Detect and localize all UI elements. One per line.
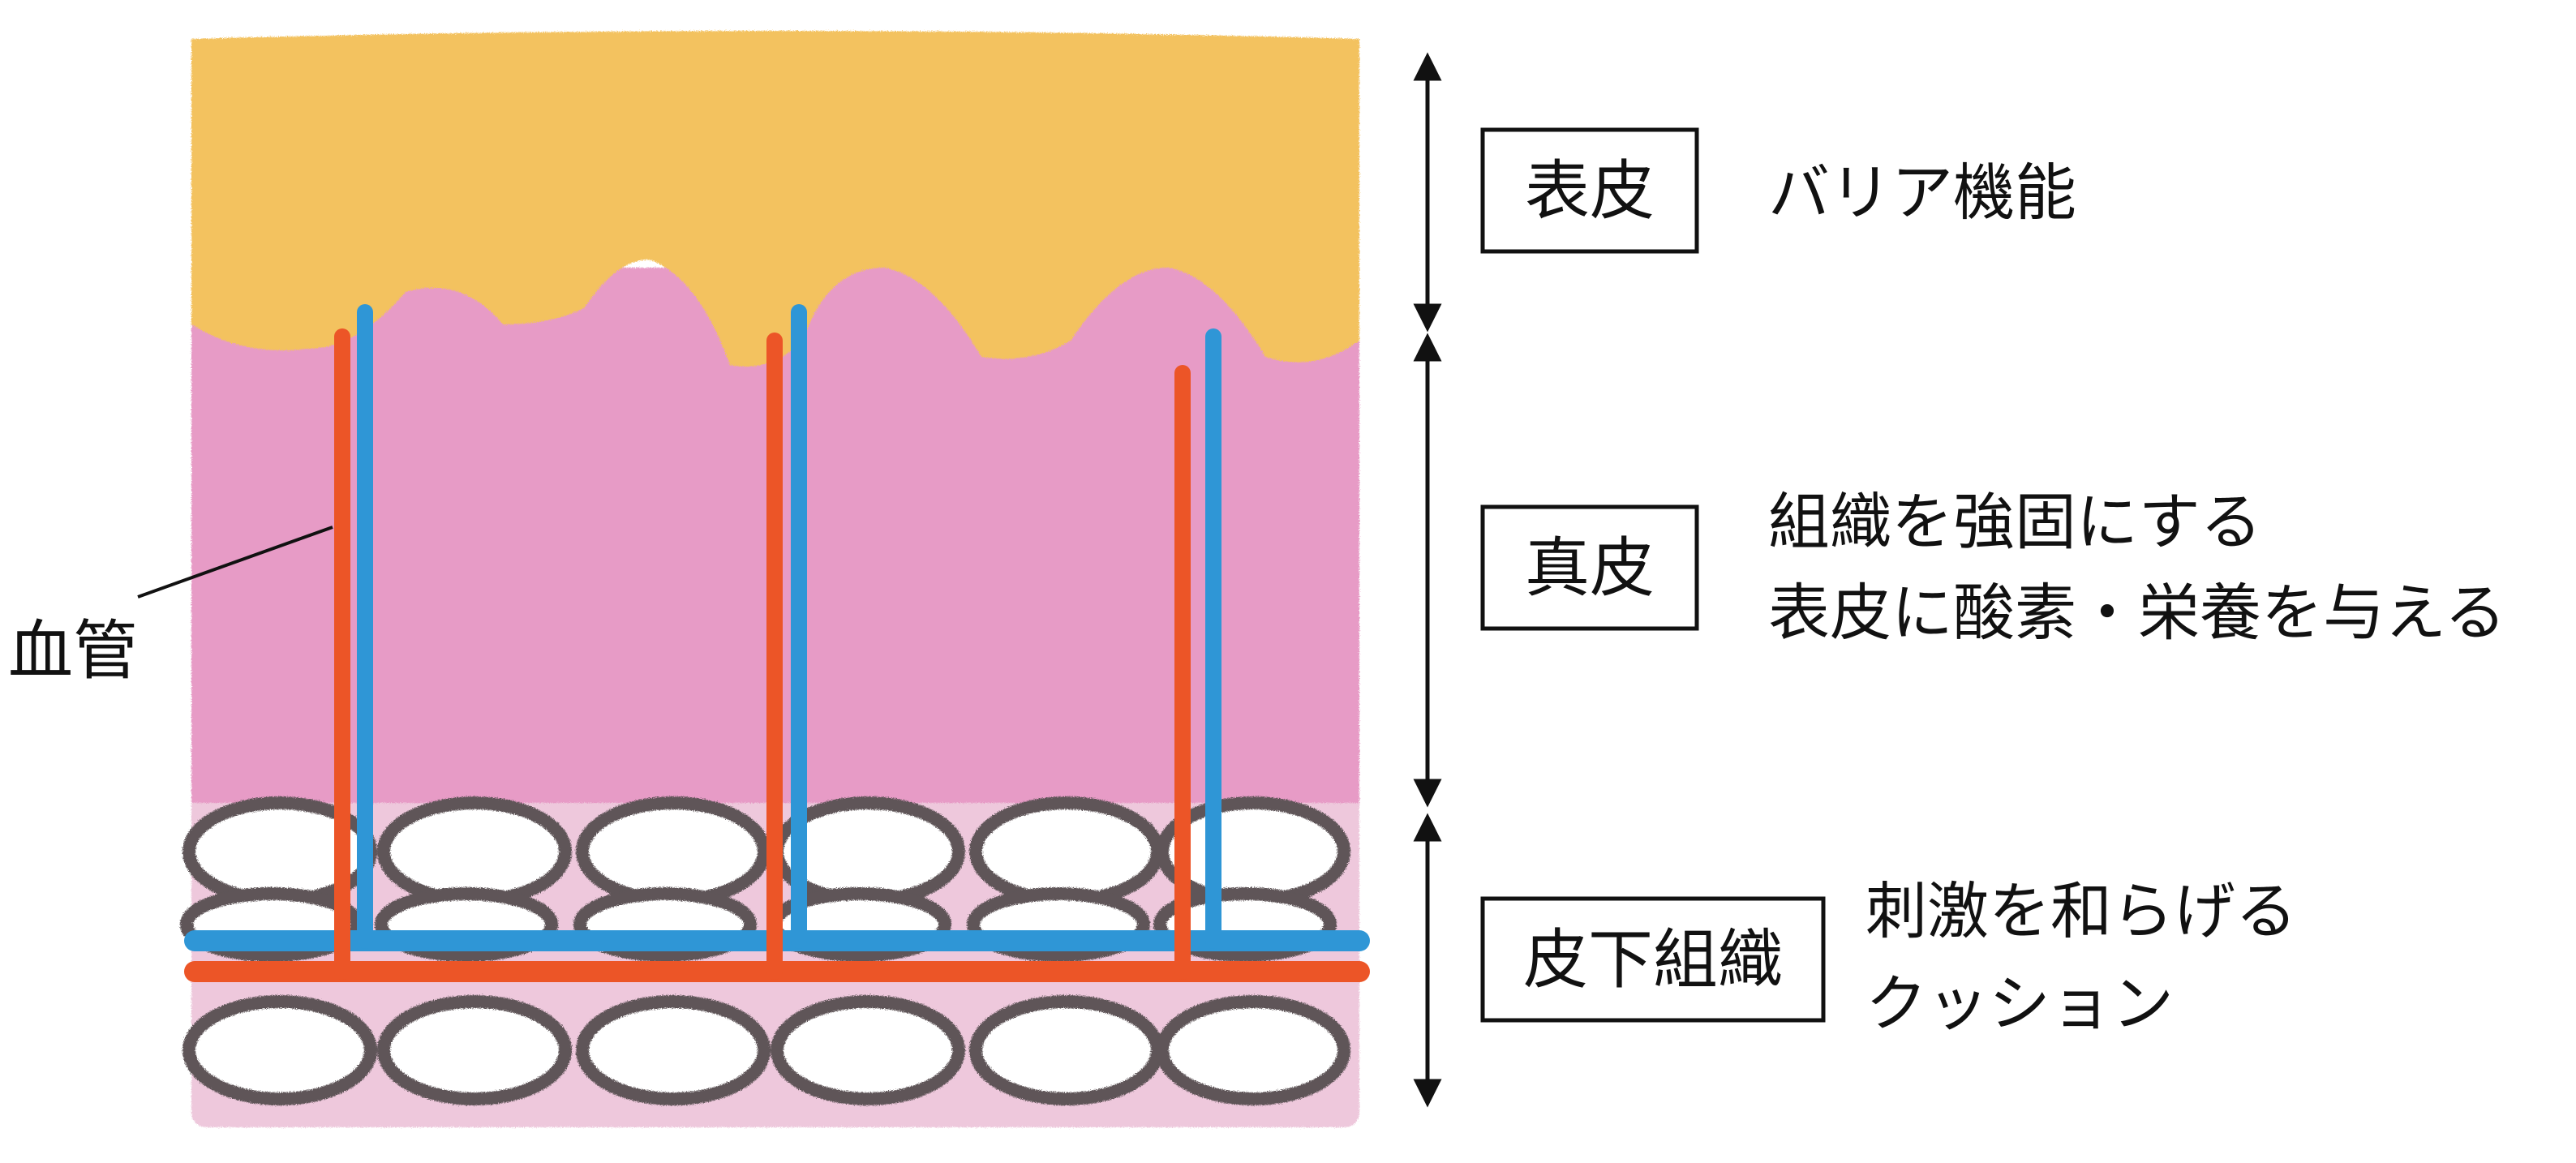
fat-cell xyxy=(182,995,377,1105)
vessel-leader-line xyxy=(137,526,333,599)
epidermis-label-box xyxy=(1480,127,1699,254)
blood-vessels xyxy=(184,304,1370,982)
dermis-label-box xyxy=(1480,504,1699,631)
epidermis-layer xyxy=(191,31,1359,367)
dermis-description-1: 組織を強固にする xyxy=(1768,486,2262,558)
fat-cell xyxy=(377,995,572,1105)
fat-cell xyxy=(969,796,1164,907)
subcutis-description-2: クッション xyxy=(1865,968,2174,1040)
epidermis-description: バリア機能 xyxy=(1768,157,2076,229)
subcutis-description-1: 刺激を和らげる xyxy=(1865,875,2297,947)
epidermis-label: 表皮 xyxy=(1525,153,1655,229)
fat-cell xyxy=(1156,995,1350,1105)
fat-cell xyxy=(377,796,572,907)
dermis-label: 真皮 xyxy=(1525,530,1655,606)
fat-cell xyxy=(576,796,771,907)
subcutis-label-box xyxy=(1480,896,1826,1023)
subcutis-label: 皮下組織 xyxy=(1523,922,1783,998)
vessel-label: 血管 xyxy=(8,613,138,689)
fat-cell xyxy=(576,995,771,1105)
fat-cell xyxy=(969,995,1164,1105)
fat-cell xyxy=(771,995,965,1105)
dermis-description-2: 表皮に酸素・栄養を与える xyxy=(1768,577,2506,649)
